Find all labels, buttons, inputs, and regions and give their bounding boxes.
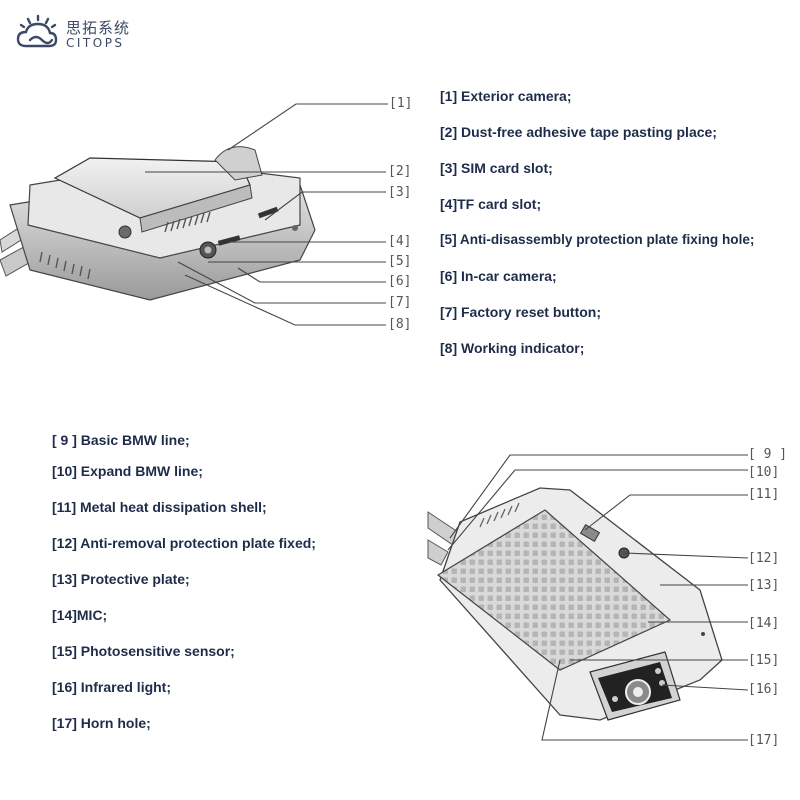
label-protective-plate: [13] Protective plate; xyxy=(52,571,190,587)
callout-10: [10] xyxy=(748,465,780,480)
label-horn-hole: [17] Horn hole; xyxy=(52,715,151,731)
callout-11: [11] xyxy=(748,487,780,502)
label-metal-shell: [11] Metal heat dissipation shell; xyxy=(52,499,267,515)
callout-8: [8] xyxy=(388,317,412,332)
label-infrared-light: [16] Infrared light; xyxy=(52,679,172,695)
callout-17: [17] xyxy=(748,733,780,748)
brand-name-en: CITOPS xyxy=(66,36,125,50)
side-connector xyxy=(579,523,601,543)
sim-card-slot-shape xyxy=(257,206,279,219)
infrared-light-3 xyxy=(655,668,661,674)
infrared-light-1 xyxy=(612,696,618,702)
callout-1: [1] xyxy=(389,96,413,111)
callout-16: [16] xyxy=(748,682,780,697)
bottom-leader-lines xyxy=(447,454,749,741)
label-mic: [14]MIC; xyxy=(52,607,108,623)
cloud-icon xyxy=(16,14,58,48)
callout-9: [ 9 ] xyxy=(748,447,788,462)
callout-3: [3] xyxy=(388,185,412,200)
label-dust-free-tape: [2] Dust-free adhesive tape pasting plac… xyxy=(440,124,717,140)
label-tf-card-slot: [4]TF card slot; xyxy=(440,196,542,212)
citops-logo xyxy=(16,14,58,48)
callout-2: [2] xyxy=(388,164,412,179)
label-basic-bmw-line: [ 9 ] Basic BMW line; xyxy=(52,432,190,448)
callout-6: [6] xyxy=(388,274,412,289)
callout-12: [12] xyxy=(748,551,780,566)
label-sim-card-slot: [3] SIM card slot; xyxy=(440,160,553,176)
callout-4: [4] xyxy=(388,234,412,249)
top-device xyxy=(0,146,316,301)
label-factory-reset: [7] Factory reset button; xyxy=(440,304,602,320)
brand-name-cn: 思拓系统 xyxy=(66,19,131,37)
callout-14: [14] xyxy=(748,616,780,631)
label-in-car-camera: [6] In-car camera; xyxy=(440,268,557,284)
label-expand-bmw-line: [10] Expand BMW line; xyxy=(52,463,203,479)
bottom-device-heat-grid xyxy=(436,509,672,671)
callout-15: [15] xyxy=(748,653,780,668)
top-device-vents xyxy=(39,211,211,280)
label-working-indicator: [8] Working indicator; xyxy=(440,340,585,356)
callout-7: [7] xyxy=(388,295,412,310)
bottom-device-vents xyxy=(479,502,520,528)
top-device-corner-screw xyxy=(118,225,132,239)
infrared-light-2 xyxy=(659,680,665,686)
label-anti-removal-plate: [12] Anti-removal protection plate fixed… xyxy=(52,535,316,551)
bottom-device xyxy=(427,487,723,721)
bottom-device-cable-2 xyxy=(427,539,449,566)
label-photosensitive-sensor: [15] Photosensitive sensor; xyxy=(52,643,235,659)
label-anti-disassembly-hole: [5] Anti-disassembly protection plate fi… xyxy=(440,232,755,247)
tf-card-slot-shape xyxy=(217,235,241,246)
callout-13: [13] xyxy=(748,578,780,593)
callout-5: [5] xyxy=(388,254,412,269)
top-leader-lines xyxy=(145,103,388,326)
label-exterior-camera: [1] Exterior camera; xyxy=(440,88,572,104)
